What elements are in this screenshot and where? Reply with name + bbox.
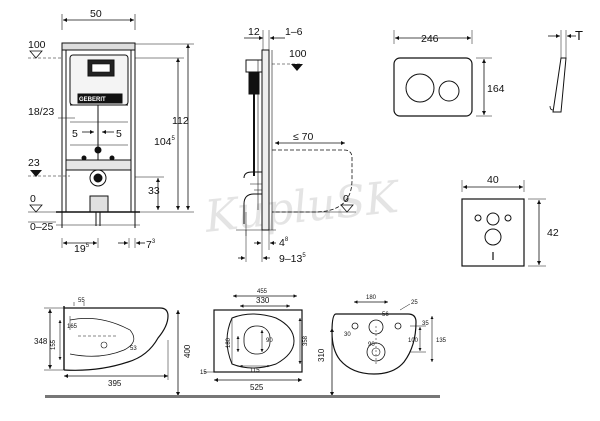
side-depth-label: 12 — [248, 26, 260, 38]
floor-line — [45, 395, 440, 398]
wc-back-view — [330, 300, 434, 396]
wc-top-inner-width-label: 330 — [256, 296, 270, 305]
bracket-label: 18/23 — [28, 106, 54, 118]
level-top-label: 100 — [28, 39, 46, 51]
wc-back-hole-label: 56 — [382, 312, 389, 318]
offset-left-label: 5 — [72, 128, 78, 140]
floor-range-label: 0–25 — [30, 221, 54, 233]
wc-length-label: 395 — [108, 379, 122, 388]
wc-dim-d-label: 53 — [130, 346, 137, 352]
frame-front-view — [28, 14, 194, 248]
wc-top-corner-label: 15 — [200, 370, 207, 376]
projection-label: ≤ 70 — [293, 131, 314, 143]
flush-plate-view — [393, 30, 576, 117]
wc-back-dim-b-label: 35 — [422, 321, 429, 327]
level-marker-icon — [29, 50, 43, 59]
wc-back-dim-e-label: 90 — [368, 342, 375, 348]
plate-thickness-label: T — [575, 28, 583, 43]
side-range-label: 9–135 — [279, 253, 306, 265]
frame-width-label: 50 — [90, 8, 102, 20]
wall-range-label: 1–6 — [285, 26, 303, 38]
wc-top-depth-a-label: 180 — [226, 337, 232, 348]
wc-back-mount-label: 310 — [317, 348, 326, 362]
wc-back-dim-d-label: 135 — [436, 338, 447, 344]
height-frame-label: 1045 — [154, 136, 176, 148]
wall-plate-height-label: 42 — [547, 227, 559, 239]
wc-top-view — [204, 294, 303, 382]
wc-dim-c-label: 55 — [78, 298, 85, 304]
level-marker-icon — [29, 204, 43, 213]
height-top-label: 112 — [172, 115, 189, 127]
frame-side-view — [236, 30, 356, 262]
side-offset-label: 48 — [279, 237, 289, 249]
side-level-top-label: 100 — [289, 48, 307, 60]
wc-top-depth-c-label: 358 — [303, 335, 309, 346]
level-marker-icon — [30, 170, 42, 177]
watermark: KupluSK — [202, 172, 403, 243]
level-floor-label: 0 — [30, 193, 36, 205]
wc-back-dim-c-label: 100 — [408, 338, 419, 344]
height-low-label: 33 — [148, 185, 160, 197]
foot-left-label: 195 — [74, 243, 90, 255]
wc-top-bottom-a-label: 115 — [250, 368, 260, 374]
wc-side-view — [44, 302, 169, 380]
wall-plate-view — [461, 180, 546, 267]
wc-back-corner-label: 25 — [411, 300, 418, 306]
foot-right-label: 73 — [146, 239, 156, 251]
offset-right-label: 5 — [116, 128, 122, 140]
level-marker-icon — [291, 64, 303, 71]
brand-label: GEBERIT — [79, 97, 106, 103]
level-mid-label: 23 — [28, 157, 40, 169]
wc-dim-b-label: 165 — [67, 324, 78, 330]
plate-width-label: 246 — [421, 33, 439, 45]
level-marker-icon — [340, 204, 354, 213]
wc-height-label: 348 — [34, 337, 48, 346]
wc-top-length-label: 525 — [250, 383, 264, 392]
wc-back-width-label: 180 — [366, 295, 377, 301]
wc-top-outer-width-label: 455 — [257, 289, 268, 295]
wall-plate-width-label: 40 — [487, 174, 499, 186]
wc-back-dim-a-label: 30 — [344, 332, 351, 338]
plate-height-label: 164 — [487, 83, 505, 95]
wc-top-depth-b-label: 90 — [266, 338, 273, 344]
wc-dim-a-label: 155 — [51, 339, 57, 350]
mount-height-label: 400 — [183, 344, 192, 358]
side-level-floor-label: 0 — [343, 193, 349, 205]
